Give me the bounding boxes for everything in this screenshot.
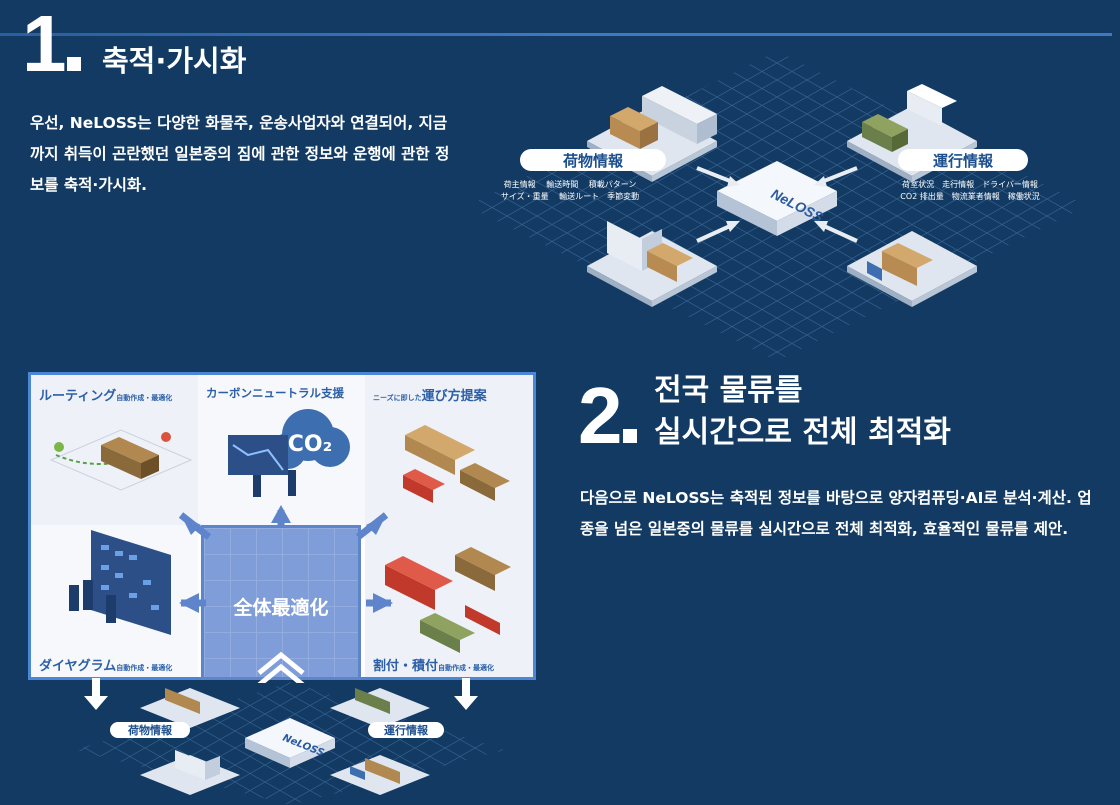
proposal-cell: ニーズに即した運び方提案 (365, 375, 533, 525)
routing-cell: ルーティング自動作成・最適化 (31, 375, 198, 525)
section1-title: 축적·가시화 (102, 44, 247, 78)
header-divider (0, 33, 1112, 36)
truck-route-icon (49, 429, 193, 491)
warehouse-icon (642, 86, 717, 144)
data-network-diagram-small: NeLOSS 荷物情報 運行情報 (75, 682, 505, 805)
svg-text:運行情報: 運行情報 (933, 152, 994, 170)
allocation-cell: 割付・積付自動作成・最適化 (365, 525, 533, 677)
svg-text:荷物情報: 荷物情報 (127, 723, 173, 737)
cargo-info-badge (520, 149, 666, 171)
operation-info-badge-small (368, 722, 444, 738)
section2-number: 2 (578, 376, 637, 456)
cargo-boxes-icon (610, 107, 658, 149)
delivery-trucks-icon (403, 425, 510, 503)
svg-text:運行情報: 運行情報 (384, 723, 429, 737)
cargo-info-badge-small (110, 722, 190, 738)
diagram-cell: ダイヤグラム自動作成・最適化 (31, 525, 198, 677)
total-optimization-box: 全体最適化 (201, 525, 361, 680)
section2-title: 전국 물류를 실시간으로 전체 최적화 (654, 373, 951, 450)
svg-text:CO2 排出量 物流業者情報 稼働状況: CO2 排出量 物流業者情報 稼働状況 (900, 191, 1040, 201)
section1-number: 1 (22, 4, 81, 84)
arrow-down-icon (84, 696, 108, 710)
section1-body: 우선, NeLOSS는 다양한 화물주, 운송사업자와 연결되어, 지금까지 취… (30, 114, 450, 194)
arrow-icon (696, 166, 731, 183)
truck-icon (862, 114, 908, 152)
svg-text:荷物情報: 荷物情報 (563, 152, 624, 170)
down-arrows (84, 678, 478, 710)
svg-text:荷主情報 輸送時間 積載パターン: 荷主情報 輸送時間 積載パターン (504, 179, 637, 189)
svg-text:CO₂: CO₂ (288, 432, 332, 457)
section2-body: 다음으로 NeLOSS는 축적된 정보를 바탕으로 양자컴퓨딩·AI로 분석·계… (580, 489, 1092, 538)
svg-text:サイズ・重量 輸送ルート 季節変動: サイズ・重量 輸送ルート 季節変動 (501, 191, 639, 201)
data-accumulation-diagram: NeLOSS 荷物情報 荷主情報 輸送時間 積載パターン サイズ・重量 輸送ルー… (467, 51, 1087, 361)
co2-cloud-icon: CO₂ (228, 409, 350, 497)
carbon-cell: カーボンニュートラル支援 CO₂ (198, 375, 365, 525)
optimization-panel: ルーティング自動作成・最適化 カーボンニュートラル支援 CO₂ ニーズに即した運… (28, 372, 536, 683)
operation-info-badge (898, 149, 1028, 171)
loading-trucks-icon (385, 547, 511, 653)
svg-text:荷室状況 走行情報 ドライバー情報: 荷室状況 走行情報 ドライバー情報 (902, 179, 1038, 189)
schedule-board-icon (69, 530, 171, 635)
